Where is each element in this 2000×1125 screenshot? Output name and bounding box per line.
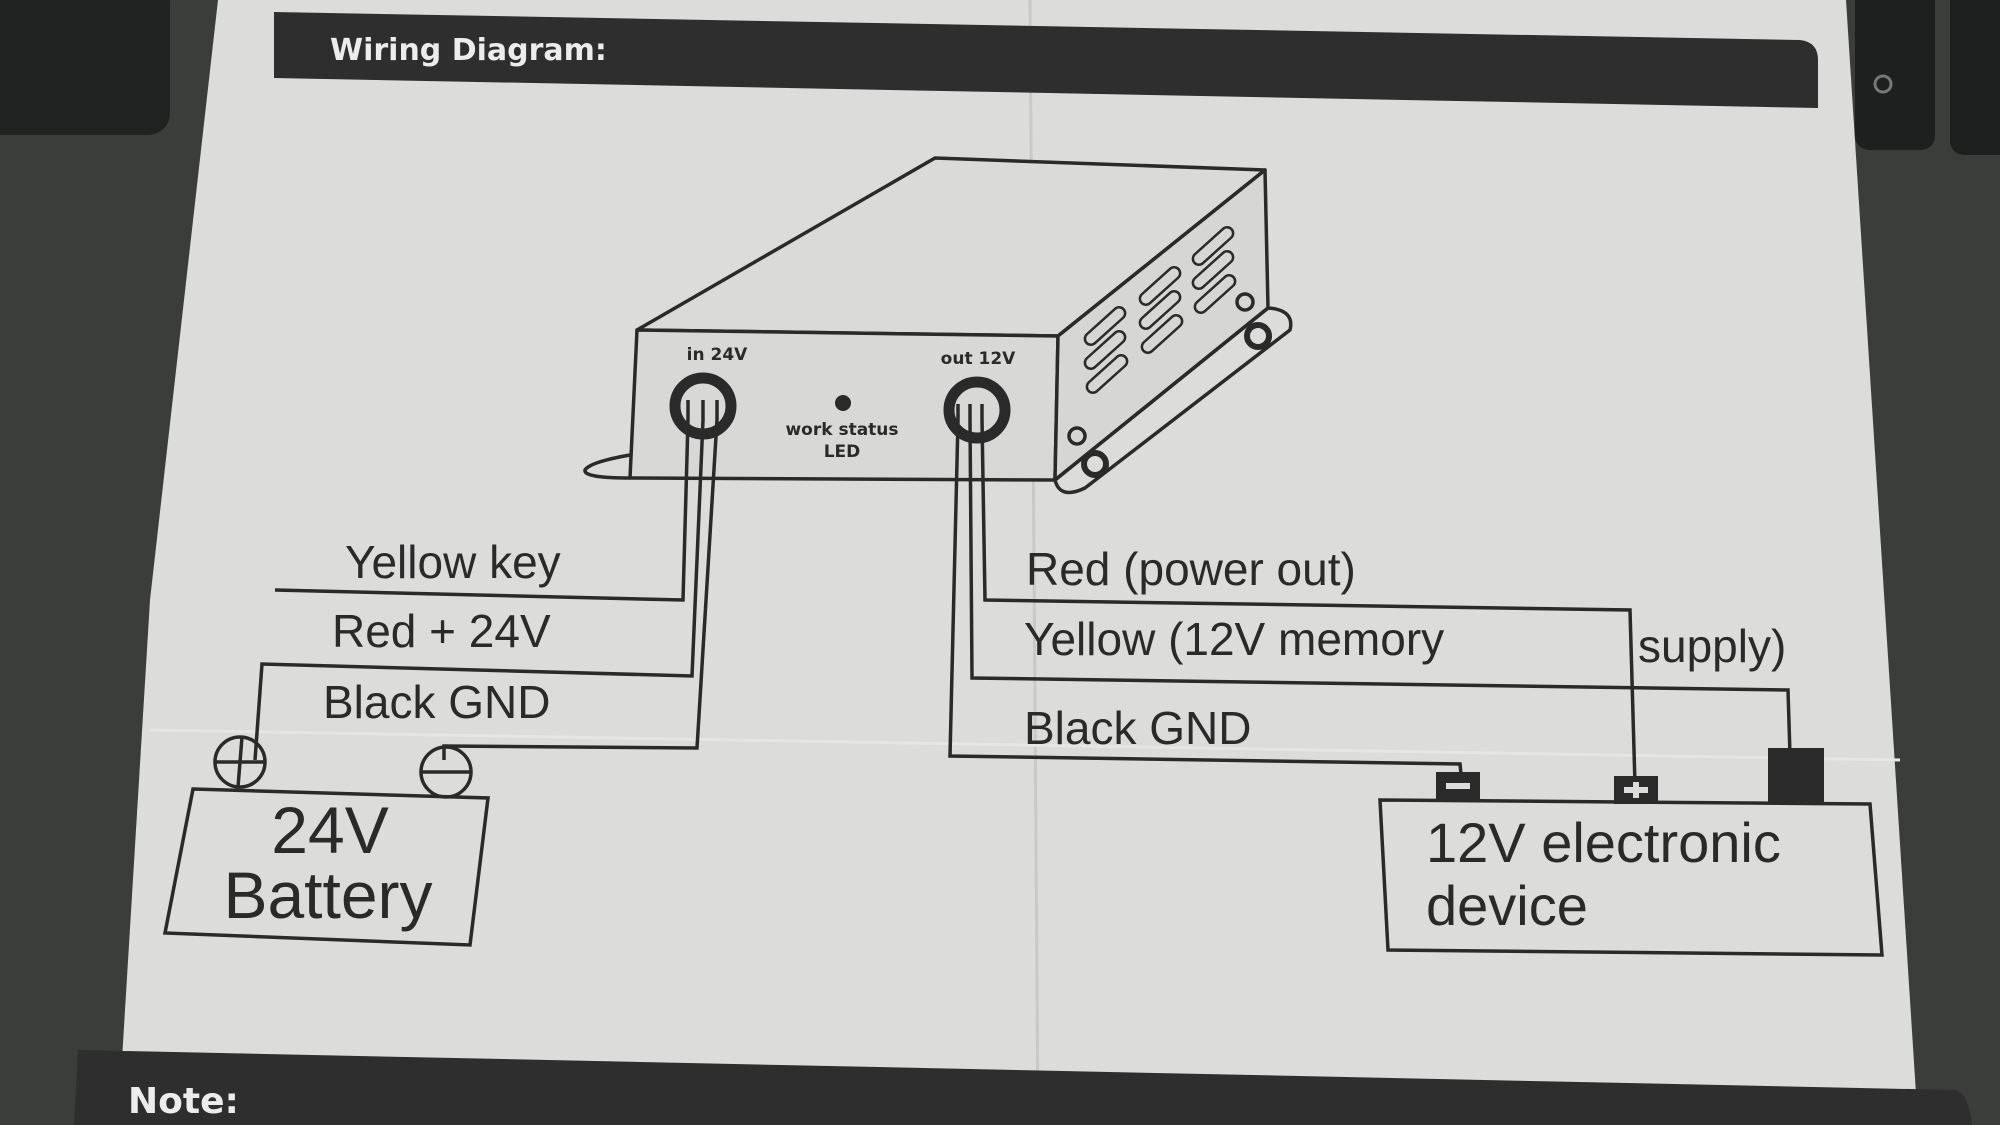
- battery-voltage-label: 24V: [271, 793, 388, 867]
- paper-sheet: [118, 0, 1918, 1125]
- device-label-line2: device: [1426, 874, 1588, 937]
- laptop-key-left: [0, 0, 170, 135]
- input-label: in 24V: [687, 345, 749, 365]
- mounting-flange-left: [583, 453, 631, 480]
- battery-name-label: Battery: [223, 858, 432, 932]
- wire-label-yellow-supply: supply): [1638, 620, 1786, 672]
- mounting-screw-icon: [1244, 322, 1272, 350]
- vent-slots: [1083, 226, 1237, 394]
- output-wires: [948, 404, 1792, 786]
- output-connector-ring-icon: [943, 376, 1011, 444]
- wire-label-red-power-out: Red (power out): [1026, 543, 1356, 595]
- note-banner: [74, 1050, 1972, 1125]
- wire-black-gnd-in: [442, 400, 719, 760]
- led-label-line2: LED: [824, 442, 861, 462]
- mounting-screw-icon: [1081, 450, 1109, 478]
- output-connector: [943, 376, 1011, 444]
- wire-label-black-gnd-in: Black GND: [323, 676, 550, 728]
- device-label-line1: 12V electronic: [1426, 811, 1781, 874]
- output-label: out 12V: [941, 349, 1016, 369]
- wire-label-yellow-key: Yellow key: [345, 536, 561, 588]
- laptop-key-right: [1855, 0, 1935, 150]
- paper-fold-horizontal: [149, 728, 1901, 762]
- header-banner: [274, 12, 1818, 108]
- wire-yellow-key: [274, 400, 690, 602]
- plus-icon: [1633, 782, 1639, 798]
- note-title: Note:: [128, 1081, 239, 1122]
- minus-icon: [1446, 783, 1470, 789]
- header-title: Wiring Diagram:: [330, 33, 607, 68]
- led-label-line1: work status: [785, 420, 898, 440]
- wire-label-yellow-memory: Yellow (12V memory: [1024, 613, 1444, 665]
- wire-label-black-gnd-out: Black GND: [1024, 702, 1251, 754]
- mounting-hole-icon: [1235, 292, 1255, 312]
- converter-box: [583, 156, 1293, 495]
- wire-red-24v: [253, 400, 705, 761]
- plus-icon: [236, 736, 244, 788]
- wire-red-power-out: [980, 404, 1637, 786]
- mounting-flange-right: [1053, 306, 1293, 495]
- wire-label-red-24v: Red + 24V: [332, 605, 551, 657]
- wire-yellow-memory: [968, 404, 1792, 756]
- input-wires: [253, 400, 719, 761]
- device-memory-terminal: [1768, 748, 1824, 804]
- status-led-icon: [835, 395, 851, 411]
- mounting-hole-icon: [1067, 426, 1087, 446]
- laptop-screw-icon: [1873, 74, 1893, 94]
- laptop-key-far-right: [1950, 0, 2000, 155]
- battery-body: [162, 787, 490, 947]
- battery: 24V Battery: [162, 735, 490, 947]
- wire-black-gnd-out: [948, 404, 1464, 786]
- electronic-device: 12V electronic device: [1378, 748, 1884, 957]
- device-body: [1378, 798, 1884, 957]
